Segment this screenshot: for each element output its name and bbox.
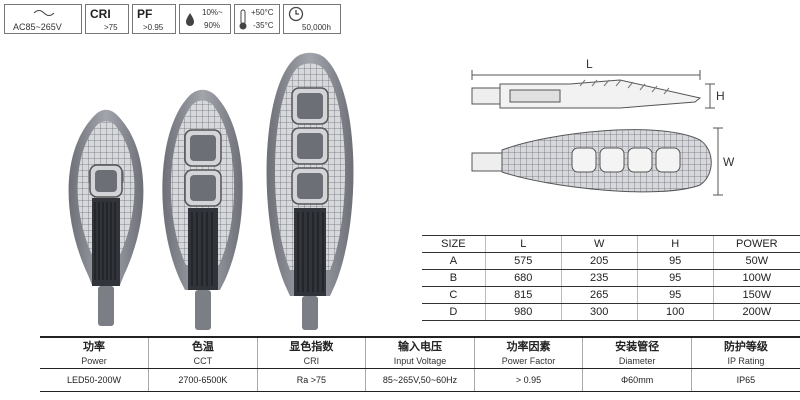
cell: C xyxy=(422,286,486,304)
cct-value: 2700-6500K xyxy=(148,368,258,392)
cell: 95 xyxy=(636,286,714,304)
water-drop-icon xyxy=(184,12,196,28)
cell: 815 xyxy=(484,286,562,304)
pf-header-en: Power Factor xyxy=(473,354,583,369)
voltage-badge: AC85~265V xyxy=(4,4,82,34)
table-row: C 815 265 95 150W xyxy=(422,286,800,304)
cell: B xyxy=(422,269,486,287)
street-lamp-illustrations xyxy=(68,52,354,330)
ip-value: IP65 xyxy=(690,368,800,392)
clock-icon xyxy=(288,6,304,24)
parameters-table: 功率 色温 显色指数 输入电压 功率因素 安装管径 防护等级 Power CCT… xyxy=(40,336,800,392)
pf-value: >0.95 xyxy=(143,23,164,32)
cell: 205 xyxy=(560,252,638,270)
params-header-en: Power CCT CRI Input Voltage Power Factor… xyxy=(40,354,800,369)
cell: 100 xyxy=(636,303,714,321)
cell: 265 xyxy=(560,286,638,304)
voltage-header-en: Input Voltage xyxy=(365,354,475,369)
params-header-cn: 功率 色温 显色指数 输入电压 功率因素 安装管径 防护等级 xyxy=(40,336,800,354)
cell: D xyxy=(422,303,486,321)
cri-header-cn: 显色指数 xyxy=(256,336,366,354)
header-h: H xyxy=(636,235,714,253)
cell: 150W xyxy=(712,286,800,304)
power-value: LED50-200W xyxy=(40,368,149,392)
cri-label: CRI xyxy=(90,7,111,21)
diameter-header-en: Diameter xyxy=(582,354,692,369)
params-values: LED50-200W 2700-6500K Ra >75 85~265V,50~… xyxy=(40,368,800,392)
cell: 575 xyxy=(484,252,562,270)
cri-value: Ra >75 xyxy=(256,368,366,392)
table-row: B 680 235 95 100W xyxy=(422,269,800,287)
ip-header-cn: 防护等级 xyxy=(690,336,800,354)
table-row: A 575 205 95 50W xyxy=(422,252,800,270)
voltage-header-cn: 输入电压 xyxy=(365,336,475,354)
cell: 95 xyxy=(636,269,714,287)
cell: 680 xyxy=(484,269,562,287)
lifetime-value: 50,000h xyxy=(302,23,331,32)
voltage-value: 85~265V,50~60Hz xyxy=(365,368,475,392)
humidity-min: 10%~ xyxy=(202,8,223,17)
humidity-max: 90% xyxy=(204,21,221,30)
cri-value: >75 xyxy=(104,23,118,32)
top-view xyxy=(471,127,723,196)
width-label: W xyxy=(723,155,735,169)
diameter-value: Φ60mm xyxy=(582,368,692,392)
table-row: D 980 300 100 200W xyxy=(422,303,800,321)
size-table-header: SIZE L W H POWER xyxy=(422,235,800,253)
height-label: H xyxy=(716,89,725,103)
thermometer-icon xyxy=(238,9,248,33)
diameter-header-cn: 安装管径 xyxy=(582,336,692,354)
header-w: W xyxy=(560,235,638,253)
pf-value: > 0.95 xyxy=(473,368,583,392)
ip-header-en: IP Rating xyxy=(690,354,800,369)
cri-badge: CRI >75 xyxy=(85,4,129,34)
cell: 100W xyxy=(712,269,800,287)
street-lamp-100w xyxy=(162,89,243,330)
length-label: L xyxy=(586,57,593,71)
voltage-value: AC85~265V xyxy=(13,22,62,32)
cct-header-cn: 色温 xyxy=(148,336,258,354)
temp-max: +50°C xyxy=(251,8,274,17)
header-power: POWER xyxy=(712,235,800,253)
temp-min: -35°C xyxy=(253,21,274,30)
spec-icon-bar: AC85~265V CRI >75 PF >0.95 10%~ 90% +50°… xyxy=(4,4,341,34)
power-header-en: Power xyxy=(40,354,149,369)
temperature-badge: +50°C -35°C xyxy=(234,4,280,34)
pf-badge: PF >0.95 xyxy=(132,4,176,34)
cell: A xyxy=(422,252,486,270)
cell: 50W xyxy=(712,252,800,270)
cell: 235 xyxy=(560,269,638,287)
cell: 95 xyxy=(636,252,714,270)
lifetime-badge: 50,000h xyxy=(283,4,341,34)
street-lamp-50w xyxy=(68,109,144,326)
side-view xyxy=(471,70,715,109)
header-size: SIZE xyxy=(422,235,486,253)
cell: 300 xyxy=(560,303,638,321)
humidity-badge: 10%~ 90% xyxy=(179,4,231,34)
dimension-drawing: L H W xyxy=(471,57,735,196)
ac-wave-icon xyxy=(33,8,55,20)
pf-label: PF xyxy=(137,7,153,21)
cri-header-en: CRI xyxy=(256,354,366,369)
cell: 200W xyxy=(712,303,800,321)
size-table: SIZE L W H POWER A 575 205 95 50W B 680 … xyxy=(422,235,800,321)
pf-header-cn: 功率因素 xyxy=(473,336,583,354)
street-lamp-150w xyxy=(266,52,354,330)
cct-header-en: CCT xyxy=(148,354,258,369)
power-header-cn: 功率 xyxy=(40,336,149,354)
cell: 980 xyxy=(484,303,562,321)
header-l: L xyxy=(484,235,562,253)
